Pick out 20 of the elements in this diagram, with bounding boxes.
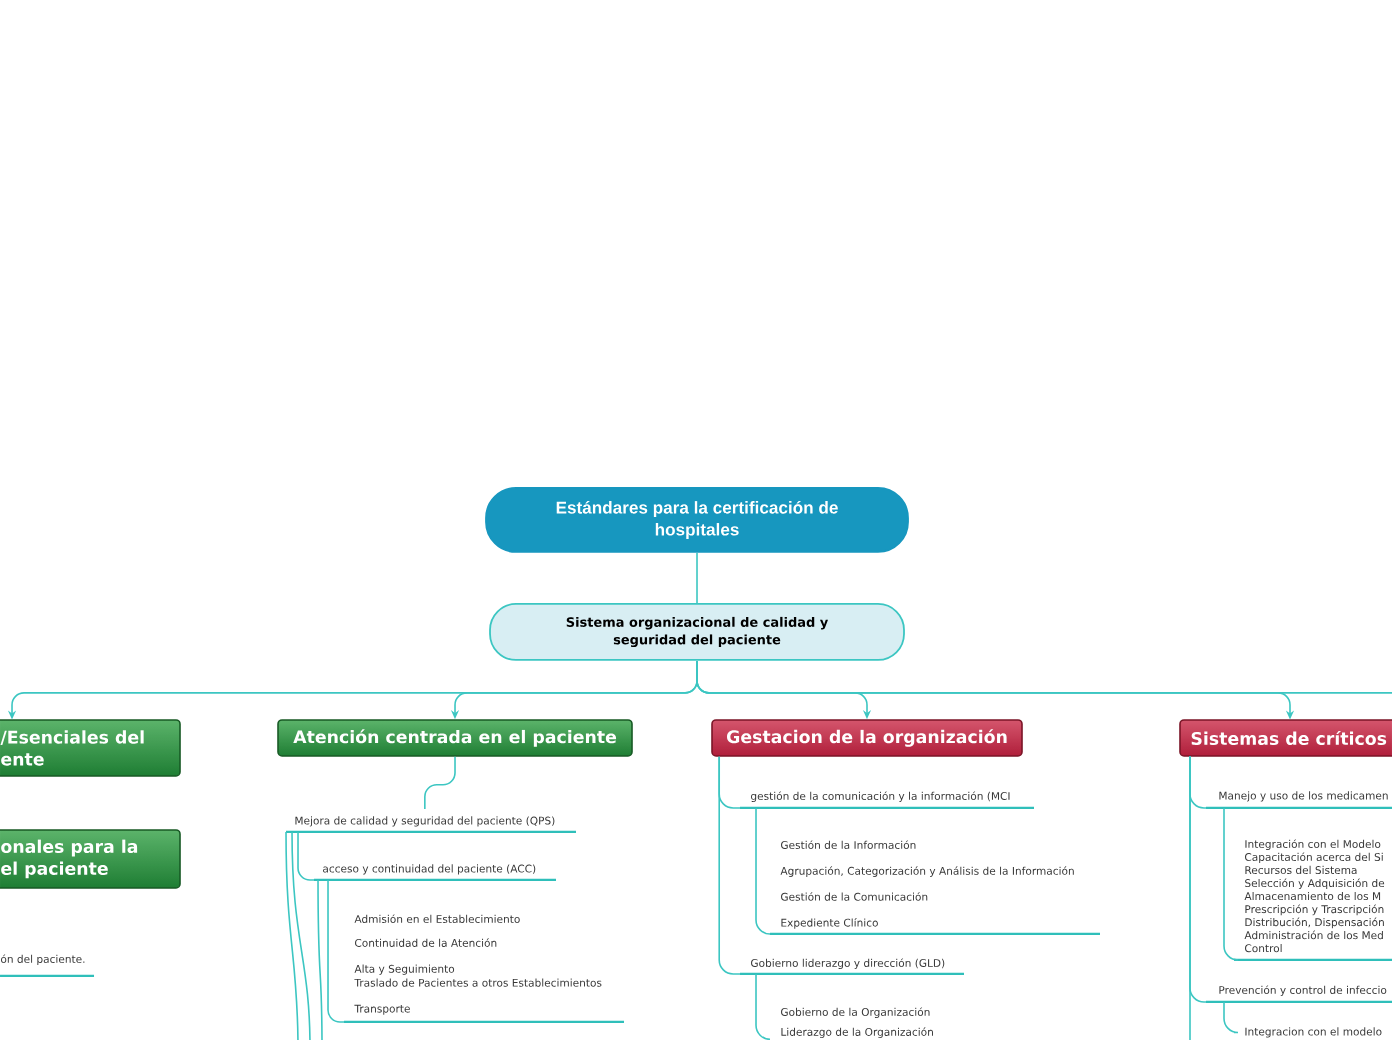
connector-line <box>696 552 698 604</box>
connector-line <box>424 755 456 810</box>
connector-line <box>285 831 299 1040</box>
connector-line <box>1223 1001 1239 1034</box>
category-box: onales para la el paciente <box>0 829 181 889</box>
connector-line <box>1189 755 1191 1040</box>
connector-line <box>291 831 311 1040</box>
connector-line <box>755 973 771 1040</box>
category-box: /Esenciales del ente <box>0 719 181 777</box>
connector-line <box>1223 807 1239 961</box>
category-box: Gestacion de la organización <box>711 719 1023 757</box>
connector-line <box>718 755 741 975</box>
connector-line <box>696 660 1392 694</box>
connector-line <box>327 879 345 1023</box>
central-topic-box: Estándares para la certificación de hospitales <box>485 487 909 553</box>
connector-line <box>755 807 771 935</box>
connector-line <box>317 879 323 1040</box>
category-box: Atención centrada en el paciente <box>277 719 633 757</box>
category-box: Sistemas de críticos <box>1179 719 1392 757</box>
connector-line <box>297 831 315 881</box>
